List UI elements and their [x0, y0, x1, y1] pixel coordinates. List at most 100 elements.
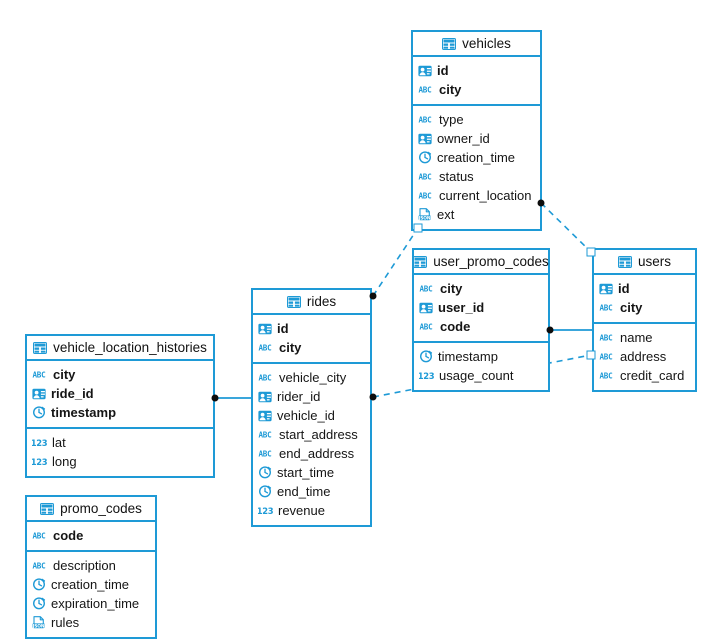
primary-key-group: ABC code: [27, 522, 155, 550]
123-icon: 123: [258, 505, 273, 516]
field-name: status: [439, 169, 474, 184]
field-name: rules: [51, 615, 80, 630]
field-name: creation_time: [437, 150, 516, 165]
field-name: city: [439, 82, 462, 97]
field-row-start_time[interactable]: start_time: [253, 463, 370, 482]
field-row-id[interactable]: id: [413, 61, 540, 80]
clock-icon: [418, 151, 432, 164]
field-row-id[interactable]: id: [594, 279, 695, 298]
entity-title-rides[interactable]: rides: [253, 290, 370, 315]
svg-text:ABC: ABC: [258, 344, 272, 353]
id-card-icon: [419, 302, 433, 314]
field-name: code: [440, 319, 471, 334]
table-icon: [413, 255, 428, 268]
field-row-code[interactable]: ABC code: [414, 317, 548, 336]
relationship-source-marker-dot: [369, 292, 377, 300]
field-row-vehicle_id[interactable]: vehicle_id: [253, 406, 370, 425]
field-row-end_time[interactable]: end_time: [253, 482, 370, 501]
field-name: start_time: [277, 465, 335, 480]
table-icon: [442, 37, 457, 50]
entity-name: rides: [306, 293, 337, 309]
clock-icon: [258, 485, 272, 498]
entity-title-vehicle_location_histories[interactable]: vehicle_location_histories: [27, 336, 213, 361]
svg-text:ABC: ABC: [418, 173, 432, 182]
field-name: expiration_time: [51, 596, 140, 611]
field-row-code[interactable]: ABC code: [27, 526, 155, 545]
field-row-id[interactable]: id: [253, 319, 370, 338]
field-name: start_address: [279, 427, 358, 442]
entity-name: vehicle_location_histories: [53, 339, 207, 355]
relationship-edge-rel-vehicles-users[interactable]: [540, 202, 592, 253]
entity-name: user_promo_codes: [433, 253, 549, 269]
field-row-ride_id[interactable]: ride_id: [27, 384, 213, 403]
abc-icon: ABC: [32, 560, 48, 571]
field-name: usage_count: [439, 368, 514, 383]
field-row-status[interactable]: ABC status: [413, 167, 540, 186]
abc-icon: ABC: [258, 448, 274, 459]
entity-title-users[interactable]: users: [594, 250, 695, 275]
abc-icon: ABC: [418, 84, 434, 95]
field-name: code: [53, 528, 84, 543]
abc-icon: ABC: [599, 302, 615, 313]
abc-icon: ABC: [32, 530, 48, 541]
field-name: end_time: [277, 484, 331, 499]
svg-text:ABC: ABC: [599, 372, 613, 381]
field-name: type: [439, 112, 464, 127]
field-name: timestamp: [438, 349, 498, 364]
abc-icon: ABC: [419, 321, 435, 332]
svg-text:ABC: ABC: [599, 304, 613, 313]
field-row-long[interactable]: 123 long: [27, 452, 213, 471]
field-row-timestamp[interactable]: timestamp: [414, 347, 548, 366]
id-card-icon: [258, 410, 272, 422]
field-row-owner_id[interactable]: owner_id: [413, 129, 540, 148]
field-name: address: [620, 349, 667, 364]
clock-icon: [32, 597, 46, 610]
field-row-creation_time[interactable]: creation_time: [413, 148, 540, 167]
id-card-icon: [418, 65, 432, 77]
field-name: id: [437, 63, 449, 78]
field-row-expiration_time[interactable]: expiration_time: [27, 594, 155, 613]
entity-title-vehicles[interactable]: vehicles: [413, 32, 540, 57]
field-name: ext: [437, 207, 455, 222]
field-row-rider_id[interactable]: rider_id: [253, 387, 370, 406]
field-name: long: [52, 454, 77, 469]
svg-text:ABC: ABC: [419, 323, 433, 332]
123-icon: 123: [32, 456, 47, 467]
field-row-creation_time[interactable]: creation_time: [27, 575, 155, 594]
abc-icon: ABC: [258, 372, 274, 383]
field-row-timestamp[interactable]: timestamp: [27, 403, 213, 422]
relationship-source-marker-dot: [537, 199, 545, 207]
field-row-user_id[interactable]: user_id: [414, 298, 548, 317]
entity-title-user_promo_codes[interactable]: user_promo_codes: [413, 250, 549, 275]
field-name: city: [53, 367, 76, 382]
field-row-city[interactable]: ABC city: [413, 80, 540, 99]
clock-icon: [419, 350, 433, 363]
entity-title-promo_codes[interactable]: promo_codes: [27, 497, 155, 522]
